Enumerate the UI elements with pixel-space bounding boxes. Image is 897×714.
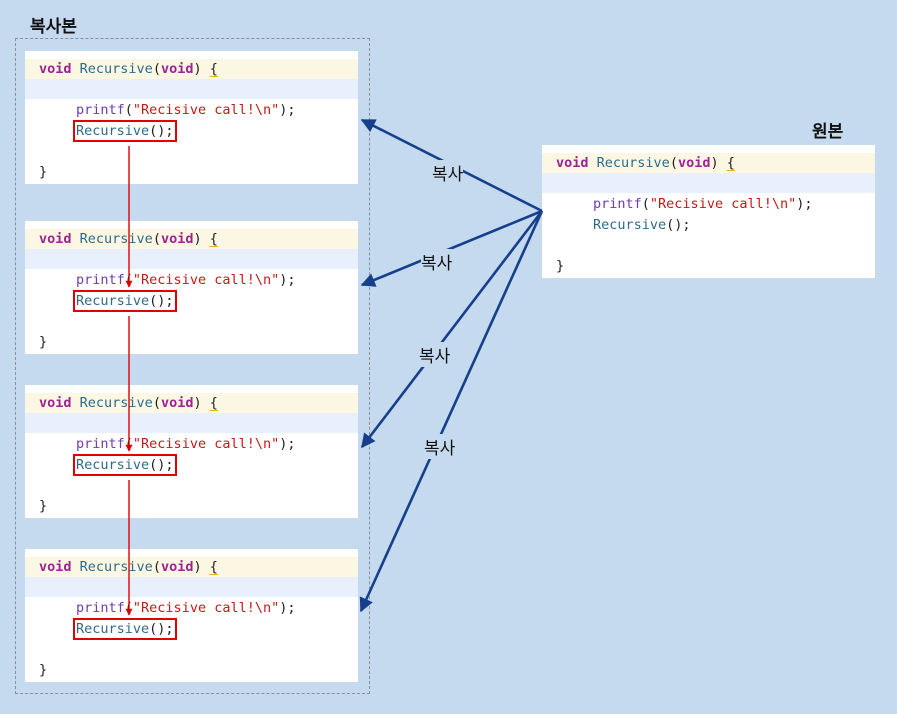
copy-code-block-4: void Recursive(void) { printf("Recisive … — [25, 549, 358, 682]
code-line-recursive-call: Recursive(); — [25, 120, 358, 142]
code-line-recursive-call: Recursive(); — [25, 454, 358, 476]
recursive-call-highlight: Recursive(); — [73, 120, 177, 142]
code-line-signature: void Recursive(void) { — [25, 557, 358, 577]
open-brace: { — [726, 155, 735, 171]
code-line-recursive-call: Recursive(); — [593, 217, 691, 233]
param-void: void — [677, 155, 711, 171]
recursive-call-highlight: Recursive(); — [73, 618, 177, 640]
copy-code-block-2: void Recursive(void) { printf("Recisive … — [25, 221, 358, 354]
code-line-recursive-call: Recursive(); — [25, 618, 358, 640]
code-line-signature: void Recursive(void) { — [542, 153, 875, 173]
copy-arrow-4 — [359, 210, 544, 613]
copy-label-3: 복사 — [419, 342, 451, 367]
copy-code-block-1: void Recursive(void) { printf("Recisive … — [25, 51, 358, 184]
code-line-signature: void Recursive(void) { — [25, 393, 358, 413]
copies-title: 복사본 — [30, 17, 77, 37]
code-line-blank — [25, 413, 358, 433]
code-line-close: } — [556, 258, 565, 274]
copy-label-1: 복사 — [432, 160, 464, 185]
code-line-printf: printf("Recisive call!\n"); — [76, 436, 296, 452]
code-line-blank — [25, 249, 358, 269]
original-title: 원본 — [812, 122, 844, 142]
string-literal: "Recisive call!\n" — [649, 196, 797, 212]
copy-label-4: 복사 — [424, 434, 456, 459]
code-line-blank — [25, 577, 358, 597]
code-line-close: } — [39, 164, 48, 180]
recursive-call-highlight: Recursive(); — [73, 290, 177, 312]
copy-label-2: 복사 — [421, 249, 453, 274]
copy-arrow-2 — [360, 209, 543, 287]
original-code-block: void Recursive(void) { printf("Recisive … — [542, 145, 875, 278]
keyword-void: void — [556, 155, 589, 171]
code-line-printf: printf("Recisive call!\n"); — [593, 196, 813, 212]
function-name: Recursive — [596, 155, 670, 171]
copy-arrow-3 — [360, 210, 544, 449]
code-line-recursive-call: Recursive(); — [25, 290, 358, 312]
copies-group-frame — [15, 38, 370, 694]
code-line-close: } — [39, 498, 48, 514]
code-line-blank — [25, 79, 358, 99]
code-line-signature: void Recursive(void) { — [25, 229, 358, 249]
code-line-close: } — [39, 662, 48, 678]
copy-code-block-3: void Recursive(void) { printf("Recisive … — [25, 385, 358, 518]
printf-call: printf — [593, 196, 642, 212]
recursive-call-highlight: Recursive(); — [73, 454, 177, 476]
code-line-blank — [542, 173, 875, 193]
code-line-close: } — [39, 334, 48, 350]
code-line-signature: void Recursive(void) { — [25, 59, 358, 79]
code-line-printf: printf("Recisive call!\n"); — [76, 102, 296, 118]
